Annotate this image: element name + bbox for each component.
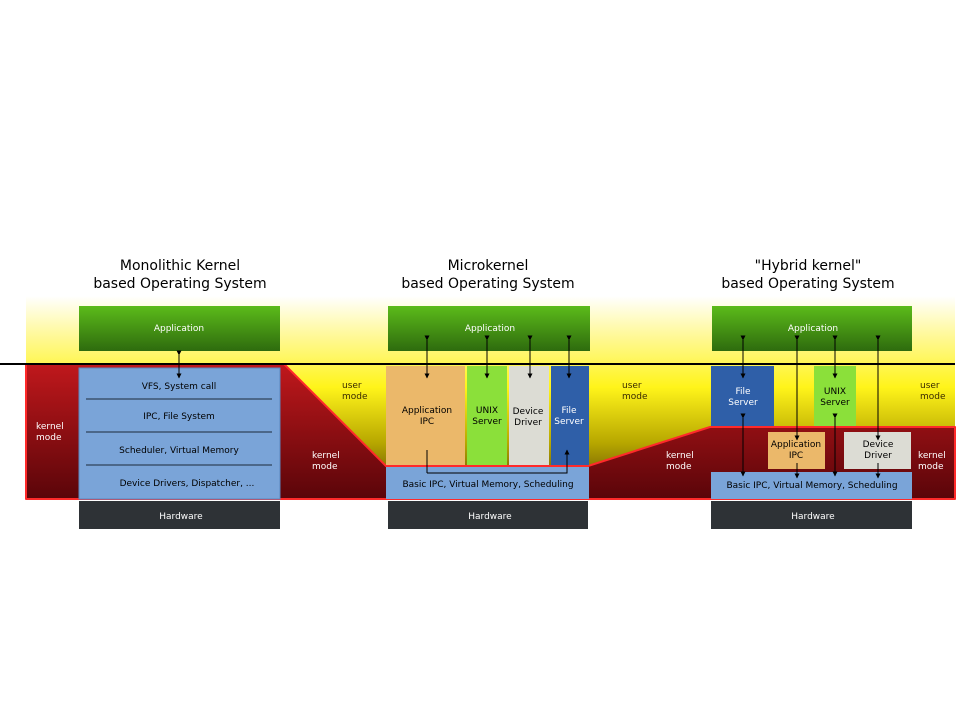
micro-basic-ipc-label: Basic IPC, Virtual Memory, Scheduling	[402, 480, 573, 490]
micro-ipc-arrow	[426, 450, 567, 474]
monolithic-column: Application VFS, System call IPC, File S…	[78, 306, 281, 529]
micro-app-ipc-server	[386, 366, 465, 465]
mono-title-line1: Monolithic Kernel	[120, 258, 240, 274]
micro-title-line1: Microkernel	[448, 258, 529, 274]
mono-layer-3: Scheduler, Virtual Memory	[119, 446, 239, 456]
mono-hardware-box	[79, 501, 280, 529]
hybrid-title-line2: based Operating System	[721, 276, 894, 292]
micro-title-line2: based Operating System	[401, 276, 574, 292]
hybrid-title-line1: "Hybrid kernel"	[755, 258, 862, 274]
micro-unix-server	[467, 366, 507, 465]
micro-application-label: Application	[465, 324, 515, 334]
mono-application-label: Application	[154, 324, 204, 334]
mono-layer-1: VFS, System call	[142, 382, 217, 392]
micro-basic-ipc-box	[386, 467, 589, 499]
titles: Monolithic Kernel based Operating System…	[93, 258, 894, 292]
mono-title-line2: based Operating System	[93, 276, 266, 292]
micro-hardware-label: Hardware	[468, 512, 512, 522]
hybrid-hardware-box	[711, 501, 912, 529]
mono-layer-2: IPC, File System	[143, 412, 215, 422]
mono-application-box	[79, 306, 280, 351]
hybrid-application-label: Application	[788, 324, 838, 334]
micro-device-driver	[509, 366, 549, 465]
mono-hardware-label: Hardware	[159, 512, 203, 522]
micro-hardware-box	[388, 501, 588, 529]
hybrid-hardware-label: Hardware	[791, 512, 835, 522]
mono-layer-4: Device Drivers, Dispatcher, ...	[120, 479, 255, 489]
hybrid-basic-ipc-label: Basic IPC, Virtual Memory, Scheduling	[726, 481, 897, 491]
